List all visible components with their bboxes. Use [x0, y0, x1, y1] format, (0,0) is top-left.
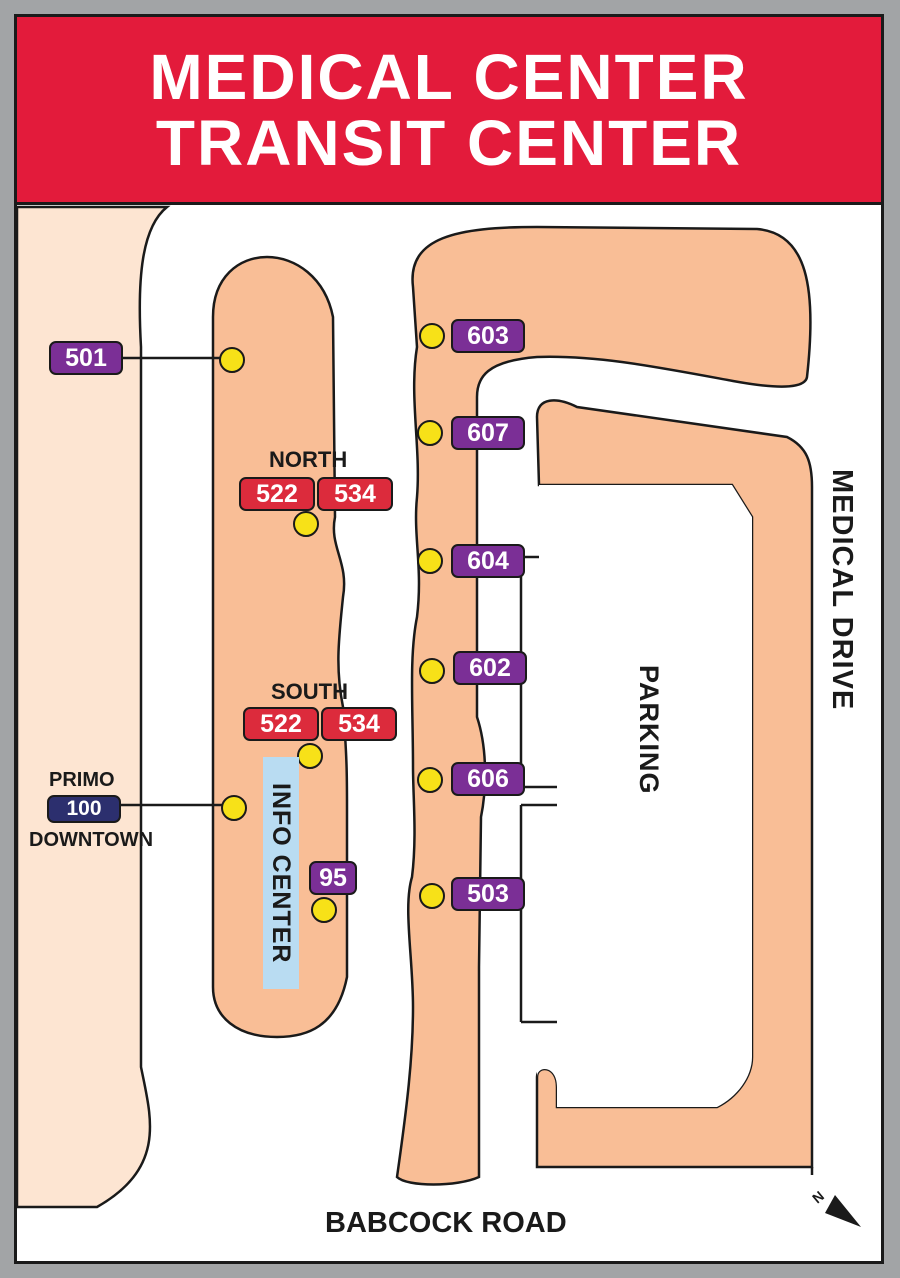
route-badge-607[interactable]: 607	[451, 416, 525, 450]
north-arrow-icon	[825, 1195, 861, 1227]
bus-stop-602[interactable]	[419, 658, 445, 684]
route-badge-501[interactable]: 501	[49, 341, 123, 375]
route-badge-503[interactable]: 503	[451, 877, 525, 911]
map-frame: MEDICAL CENTER TRANSIT CENTER 501 603 60…	[14, 14, 884, 1264]
route-badge-south-534[interactable]: 534	[321, 707, 397, 741]
title-banner: MEDICAL CENTER TRANSIT CENTER	[17, 17, 881, 205]
bus-stop-south[interactable]	[297, 743, 323, 769]
route-badge-95[interactable]: 95	[309, 861, 357, 895]
route-badge-604[interactable]: 604	[451, 544, 525, 578]
stop-group-south: SOUTH	[271, 679, 348, 704]
bus-stop-501[interactable]	[219, 347, 245, 373]
bus-stop-607[interactable]	[417, 420, 443, 446]
route-badge-603[interactable]: 603	[451, 319, 525, 353]
route-badge-north-534[interactable]: 534	[317, 477, 393, 511]
route-badge-602[interactable]: 602	[453, 651, 527, 685]
street-babcock-road: BABCOCK ROAD	[325, 1207, 567, 1239]
bus-stop-primo[interactable]	[221, 795, 247, 821]
bus-stop-606[interactable]	[417, 767, 443, 793]
bus-stop-503[interactable]	[419, 883, 445, 909]
route-badge-north-522[interactable]: 522	[239, 477, 315, 511]
primo-destination: DOWNTOWN	[29, 829, 154, 851]
route-badge-south-522[interactable]: 522	[243, 707, 319, 741]
primo-label: PRIMO	[49, 769, 115, 791]
parking-lot	[537, 485, 752, 1107]
bus-stop-603[interactable]	[419, 323, 445, 349]
stop-group-north: NORTH	[269, 447, 348, 472]
bus-stop-95[interactable]	[311, 897, 337, 923]
platform-center	[211, 255, 349, 1039]
street-medical-drive: MEDICAL DRIVE	[826, 469, 858, 711]
platform-east	[395, 225, 812, 1186]
parking-label: PARKING	[634, 665, 664, 795]
route-badge-primo-100[interactable]: 100	[47, 795, 121, 823]
bus-stop-north[interactable]	[293, 511, 319, 537]
title-line-1: MEDICAL CENTER	[149, 40, 749, 113]
bus-stop-604[interactable]	[417, 548, 443, 574]
map-canvas	[17, 205, 861, 1227]
info-center-label[interactable]: INFO CENTER	[263, 757, 299, 989]
title-line-2: TRANSIT CENTER	[155, 106, 743, 179]
lane-west	[17, 205, 171, 1209]
route-badge-606[interactable]: 606	[451, 762, 525, 796]
